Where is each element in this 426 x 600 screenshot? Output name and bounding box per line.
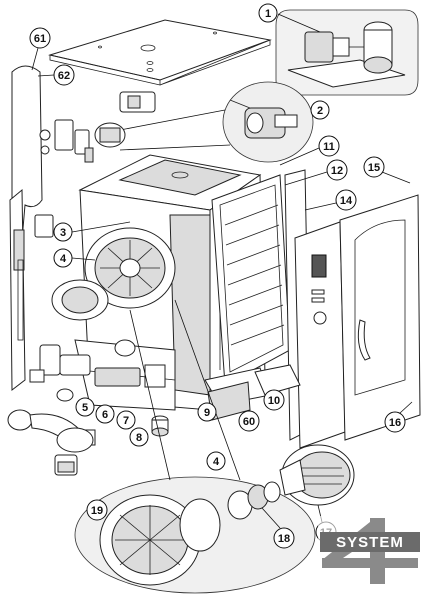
svg-text:18: 18 (278, 533, 290, 545)
svg-text:3: 3 (60, 227, 66, 239)
svg-text:60: 60 (243, 416, 255, 428)
system4-watermark-logo: SYSTEM (318, 516, 422, 586)
callout-9: 9 (197, 402, 217, 422)
impeller-part-17 (279, 444, 355, 506)
callout-61: 61 (29, 27, 51, 71)
svg-text:11: 11 (323, 141, 335, 153)
svg-text:61: 61 (34, 33, 46, 45)
callout-5: 5 (75, 397, 95, 417)
svg-text:6: 6 (102, 409, 108, 421)
rack-shelves (224, 204, 285, 346)
svg-text:9: 9 (204, 407, 210, 419)
callout-14: 14 (304, 189, 357, 211)
callout-15: 15 (363, 156, 411, 184)
callout-1: 1 (258, 3, 278, 23)
control-panel (294, 221, 346, 449)
callout-12: 12 (284, 159, 348, 186)
callout-7: 7 (116, 410, 136, 430)
svg-text:16: 16 (389, 417, 401, 429)
svg-text:4: 4 (60, 253, 67, 265)
callout-10: 10 (263, 389, 285, 411)
svg-text:7: 7 (123, 415, 129, 427)
callout-18: 18 (261, 507, 295, 549)
brackets-cluster (34, 119, 94, 238)
motor-detail-zoom (275, 9, 419, 96)
svg-text:12: 12 (331, 165, 343, 177)
callout-11: 11 (279, 135, 340, 166)
callout-6: 6 (95, 404, 115, 424)
svg-text:15: 15 (368, 162, 380, 174)
left-side-panel (9, 65, 43, 392)
outer-door (339, 194, 421, 441)
svg-text:1: 1 (265, 8, 271, 20)
svg-text:14: 14 (340, 195, 353, 207)
drip-tray (204, 364, 301, 421)
svg-text:2: 2 (317, 105, 323, 117)
plumbing-components (29, 339, 166, 402)
door-frame (211, 174, 291, 386)
callout-3: 3 (53, 221, 131, 242)
fan-assembly (51, 227, 176, 321)
svg-text:62: 62 (58, 70, 70, 82)
svg-text:4: 4 (213, 456, 220, 468)
callout-2: 2 (310, 100, 330, 120)
callout-19: 19 (86, 499, 108, 521)
svg-text:19: 19 (91, 505, 103, 517)
switch-detail-zoom (119, 81, 314, 163)
watermark-text: SYSTEM (336, 534, 404, 551)
switch-component (94, 91, 156, 148)
callout-4-upper: 4 (53, 248, 96, 268)
callout-4-lower: 4 (206, 451, 226, 471)
drain-pipe (7, 409, 96, 476)
fan-wheel-blades (115, 505, 185, 575)
cylinder-part-8 (151, 415, 169, 437)
fan-wheel-detail-zoom (74, 476, 316, 594)
svg-text:8: 8 (136, 432, 142, 444)
callout-60: 60 (238, 410, 260, 432)
callout-16: 16 (384, 401, 413, 433)
callout-8: 8 (129, 427, 149, 447)
callout-62: 62 (37, 64, 75, 86)
svg-text:10: 10 (268, 395, 280, 407)
svg-text:5: 5 (82, 402, 88, 414)
top-cover-plate (48, 19, 272, 86)
